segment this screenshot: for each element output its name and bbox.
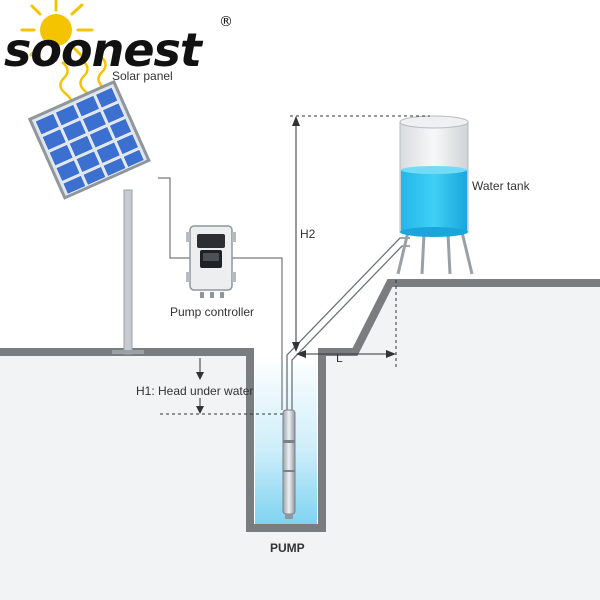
dimension-h1 [160, 358, 284, 415]
registered-mark: ® [219, 14, 233, 30]
dimension-l [296, 280, 397, 368]
brand-name: soonest [4, 23, 204, 77]
ground-surface [0, 283, 600, 600]
label-pump-controller: Pump controller [170, 305, 254, 319]
label-solar-panel: Solar panel [112, 69, 173, 83]
pump-controller [186, 225, 236, 298]
ground-line [0, 279, 600, 532]
label-pump: PUMP [270, 541, 305, 555]
dimension-h2 [290, 115, 430, 352]
sun-icon [20, 0, 94, 62]
label-l: L [336, 351, 343, 365]
label-h2: H2 [300, 227, 316, 241]
wiring [158, 177, 283, 410]
label-water-tank: Water tank [472, 179, 531, 193]
water-tank [396, 115, 474, 275]
label-h1: H1: Head under water [136, 384, 253, 398]
brand-logo: soonest ® [4, 14, 233, 77]
submersible-pump [282, 409, 296, 519]
solar-panel [27, 79, 151, 355]
